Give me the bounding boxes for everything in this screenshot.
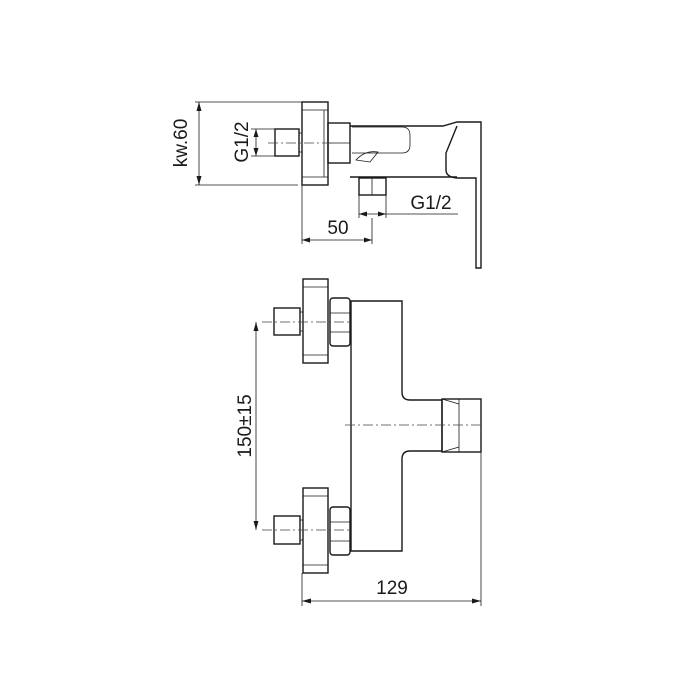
side-view: kw.60 G1/2 G1/2 50	[171, 101, 482, 269]
bottom-nut	[329, 506, 351, 556]
dim-inlet-spacing: 150±15	[235, 394, 256, 457]
dim-total-depth: 129	[376, 578, 408, 599]
dim-inlet-thread: G1/2	[232, 121, 253, 162]
dim-outlet-offset: 50	[327, 218, 348, 239]
dim-wall-distance: kw.60	[171, 119, 192, 168]
top-inlet-pipe	[273, 307, 301, 336]
side-outlet	[358, 177, 387, 196]
front-view: 150±15 129	[235, 278, 483, 606]
mixer-body	[350, 300, 443, 552]
side-inlet-pipe	[274, 128, 300, 157]
lever-end	[441, 398, 482, 453]
bottom-flange	[302, 487, 329, 574]
top-flange	[302, 278, 329, 364]
dim-outlet-thread: G1/2	[410, 193, 451, 214]
